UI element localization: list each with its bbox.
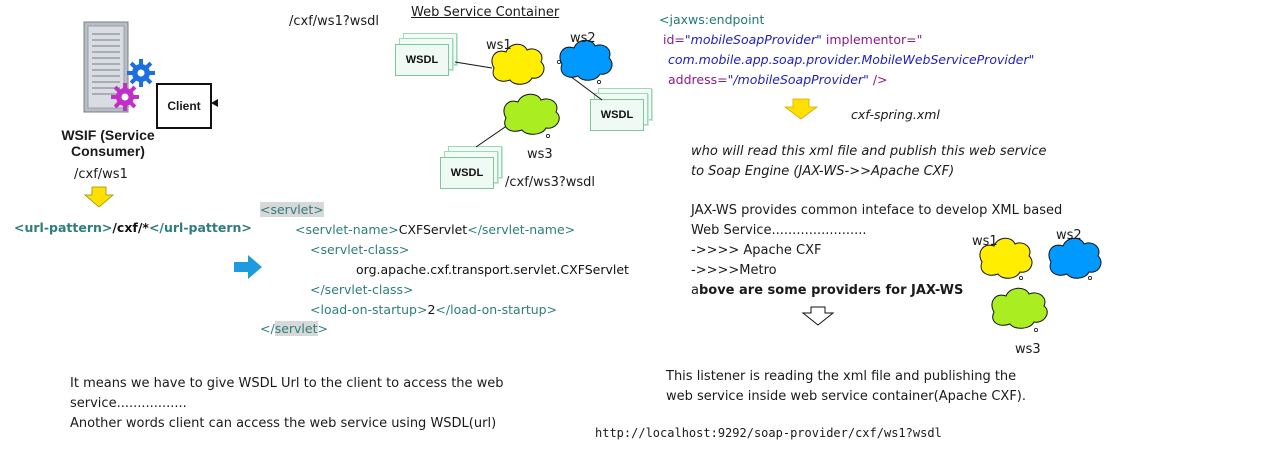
yellow-down-arrow-icon: [83, 186, 115, 208]
explanation-line2: service.................: [70, 396, 187, 411]
jaxws-line1: JAX-WS provides common inteface to devel…: [691, 203, 1063, 218]
consumer-path: /cxf/ws1: [74, 167, 128, 182]
servlet-name-value: CXFServlet: [398, 222, 468, 237]
load-on-startup-line: <load-on-startup>2</load-on-startup>: [310, 302, 557, 317]
provider-ws3-label: ws3: [1015, 342, 1041, 357]
outline-down-arrow-icon: [801, 306, 835, 326]
load-open: <load-on-startup>: [310, 302, 428, 317]
jaxws-line3: ->>>> Apache CXF: [691, 243, 822, 258]
servlet-name-close: </servlet-name>: [467, 222, 576, 237]
jaxws-line5: above are some providers for JAX-WS: [691, 281, 1062, 301]
url-pattern-value: /cxf/*: [112, 220, 149, 235]
load-close: </load-on-startup>: [435, 302, 558, 317]
endpoint-id-attr: id=: [663, 32, 685, 47]
servlet-close: </servlet>: [260, 321, 328, 336]
provider-cloud-ws1: [979, 237, 1033, 279]
servlet-close-lt: </: [260, 321, 275, 336]
jaxws-block: JAX-WS provides common inteface to devel…: [691, 201, 1062, 301]
servlet-class-value: org.apache.cxf.transport.servlet.CXFServ…: [356, 262, 629, 277]
endpoint-id-line: id="mobileSoapProvider" implementor=": [663, 32, 922, 47]
ws3-label: ws3: [527, 147, 553, 162]
listener-line1: This listener is reading the xml file an…: [666, 369, 1017, 384]
url-pattern-close: </url-pattern>: [148, 220, 252, 235]
servlet-name-line: <servlet-name>CXFServlet</servlet-name>: [295, 222, 575, 237]
servlet-close-gt: >: [317, 321, 328, 336]
client-box: Client: [156, 83, 212, 129]
cloud-ws1: [491, 43, 545, 85]
servlet-open: <servlet>: [260, 202, 324, 217]
yellow-down-arrow-2-icon: [783, 98, 819, 120]
blue-right-arrow-icon: [234, 255, 262, 279]
endpoint-impl-attr: implementor=": [821, 32, 923, 47]
provider-ws2-label: ws2: [1056, 228, 1082, 243]
jaxws-line2: Web Service.......................: [691, 223, 867, 238]
servlet-class-close: </servlet-class>: [310, 282, 414, 297]
endpoint-close: />: [868, 72, 888, 87]
listener-line2: web service inside web service container…: [666, 389, 1027, 404]
wsdl-stack-ws3: WSDL: [440, 146, 502, 189]
consumer-title-line2: Consumer): [71, 143, 145, 159]
client-pointer-icon: [211, 99, 218, 107]
load-value: 2: [427, 302, 436, 317]
jaxws-line5-prefix: a: [691, 283, 699, 298]
url-pattern: <url-pattern>/cxf/*</url-pattern>: [14, 220, 252, 235]
consumer-title: WSIF (Service Consumer): [48, 127, 168, 159]
wsdl-doc-ws2: WSDL: [590, 99, 644, 131]
ws1-label: ws1: [486, 38, 512, 53]
endpoint-address-attr: address=: [668, 72, 728, 87]
explanation-line1: It means we have to give WSDL Url to the…: [70, 376, 504, 391]
endpoint-open: <jaxws:endpoint: [659, 12, 765, 27]
question-line2: to Soap Engine (JAX-WS->>Apache CXF): [691, 164, 955, 179]
wsdl-doc-ws1: WSDL: [395, 44, 449, 76]
explanation-line3: Another words client can access the web …: [70, 416, 497, 431]
consumer-title-line1: WSIF (Service: [61, 127, 155, 143]
purple-gear-icon: [111, 83, 139, 111]
endpoint-address-value: "/mobileSoapProvider": [727, 72, 869, 87]
provider-ws1-label: ws1: [972, 234, 998, 249]
provider-cloud-ws3: [991, 287, 1048, 329]
spring-file-label: cxf-spring.xml: [851, 107, 940, 122]
provider-cloud-ws2: [1048, 237, 1102, 279]
cloud-tails: [546, 60, 602, 138]
cloud-ws3: [503, 93, 560, 135]
blue-gear-icon: [127, 59, 155, 87]
url-pattern-open: <url-pattern>: [14, 220, 113, 235]
explanation-left: It means we have to give WSDL Url to the…: [70, 374, 504, 434]
container-title: Web Service Container: [411, 5, 560, 20]
wsdl-url-ws3: /cxf/ws3?wsdl: [505, 175, 596, 190]
wsdl-stack-ws1: WSDL: [395, 33, 457, 76]
endpoint-id-value: "mobileSoapProvider": [684, 32, 822, 47]
servlet-name-open: <servlet-name>: [295, 222, 399, 237]
servlet-close-name: servlet: [274, 321, 318, 336]
jaxws-line4: ->>>>Metro: [691, 263, 777, 278]
wsdl-doc-ws3: WSDL: [440, 157, 494, 189]
servlet-class-open: <servlet-class>: [310, 242, 410, 257]
wsdl-stack-ws2: WSDL: [590, 88, 652, 131]
question-line1: who will read this xml file and publish …: [691, 144, 1047, 159]
endpoint-address-line: address="/mobileSoapProvider" />: [668, 72, 888, 87]
servlet-open-tag: <servlet>: [260, 202, 324, 217]
wsdl-url-ws1: /cxf/ws1?wsdl: [289, 14, 380, 29]
client-label: Client: [167, 99, 201, 113]
listener-text: This listener is reading the xml file an…: [666, 367, 1026, 407]
cloud-ws2: [559, 39, 613, 81]
jaxws-line5-bold: bove are some providers for JAX-WS: [698, 283, 964, 298]
question-text: who will read this xml file and publish …: [691, 142, 1046, 182]
server-icon: [83, 21, 129, 113]
endpoint-impl-value: com.mobile.app.soap.provider.MobileWebSe…: [668, 52, 1035, 67]
ws2-label: ws2: [570, 31, 596, 46]
localhost-url: http://localhost:9292/soap-provider/cxf/…: [595, 426, 942, 440]
